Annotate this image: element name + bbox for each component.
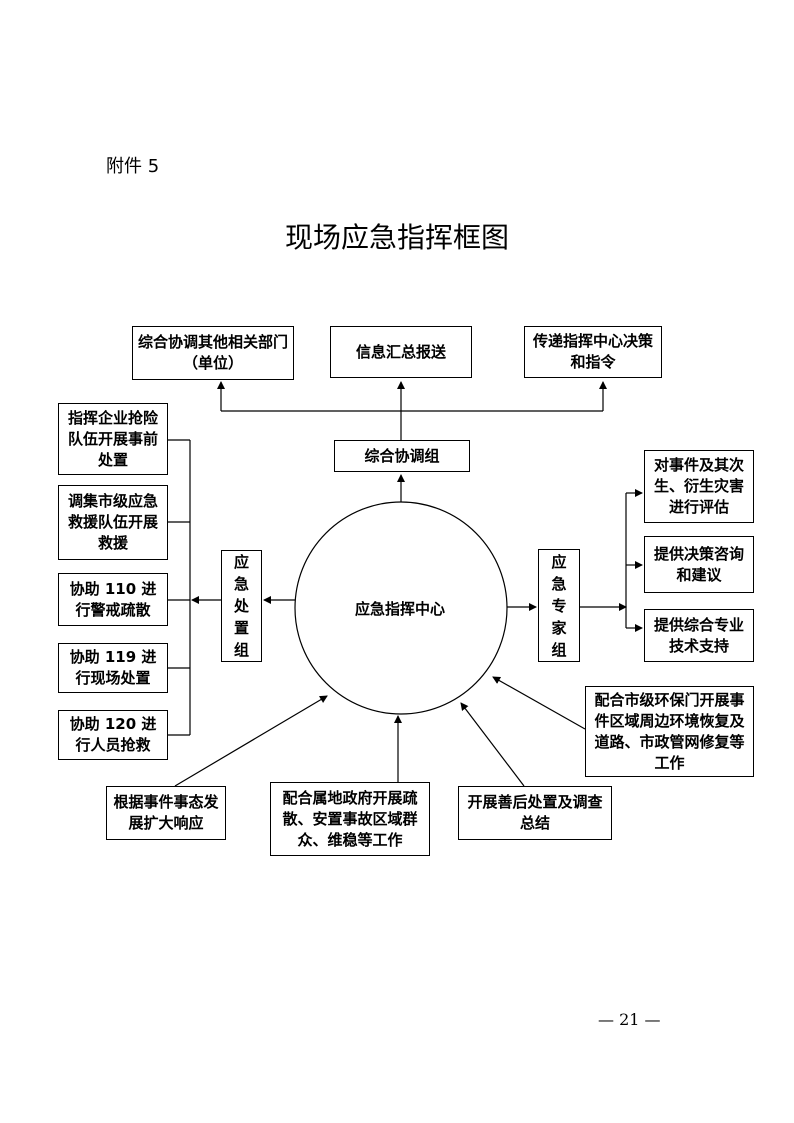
right-box-3: 提供综合专业技术支持 bbox=[644, 609, 754, 662]
coord-group-box: 综合协调组 bbox=[334, 440, 470, 472]
arrow-env-protection bbox=[492, 676, 586, 730]
right-box-2: 提供决策咨询和建议 bbox=[644, 536, 754, 593]
emergency-disposal-group: 应 急 处 置 组 bbox=[221, 550, 262, 662]
relay-decision-text: 传递指挥中心决策和指令 bbox=[532, 332, 653, 371]
page-number: — 21 — bbox=[598, 1010, 661, 1029]
info-report-text: 信息汇总报送 bbox=[355, 342, 446, 361]
arrow-expand-response bbox=[174, 695, 328, 787]
expert-group: 应 急 专 家 组 bbox=[538, 549, 580, 662]
command-center-label: 应急指挥中心 bbox=[354, 600, 445, 618]
bottom-box-aftermath: 开展善后处置及调查总结 bbox=[458, 786, 612, 840]
page-title: 现场应急指挥框图 bbox=[284, 221, 509, 254]
left-box-5: 协助 120 进行人员抢救 bbox=[58, 710, 168, 760]
info-report-box: 信息汇总报送 bbox=[330, 326, 472, 378]
arrow-aftermath bbox=[460, 702, 525, 787]
coord-depts-text: 综合协调其他相关部门（单位） bbox=[137, 333, 288, 372]
relay-decision-box: 传递指挥中心决策和指令 bbox=[524, 326, 662, 378]
bottom-box-local-gov: 配合属地政府开展疏散、安置事故区域群众、维稳等工作 bbox=[270, 782, 430, 856]
left-box-3: 协助 110 进行警戒疏散 bbox=[58, 573, 168, 626]
coord-depts-box: 综合协调其他相关部门（单位） bbox=[132, 326, 294, 380]
right-box-1: 对事件及其次生、衍生灾害进行评估 bbox=[644, 450, 754, 523]
left-box-1: 指挥企业抢险队伍开展事前处置 bbox=[58, 403, 168, 475]
coord-group-text: 综合协调组 bbox=[364, 446, 440, 465]
bottom-box-env: 配合市级环保门开展事件区域周边环境恢复及道路、市政管网修复等工作 bbox=[585, 686, 754, 777]
left-box-2: 调集市级应急救援队伍开展救援 bbox=[58, 485, 168, 560]
attachment-label: 附件 5 bbox=[106, 156, 160, 177]
bottom-box-expand: 根据事件事态发展扩大响应 bbox=[106, 786, 226, 840]
left-box-4: 协助 119 进行现场处置 bbox=[58, 643, 168, 693]
